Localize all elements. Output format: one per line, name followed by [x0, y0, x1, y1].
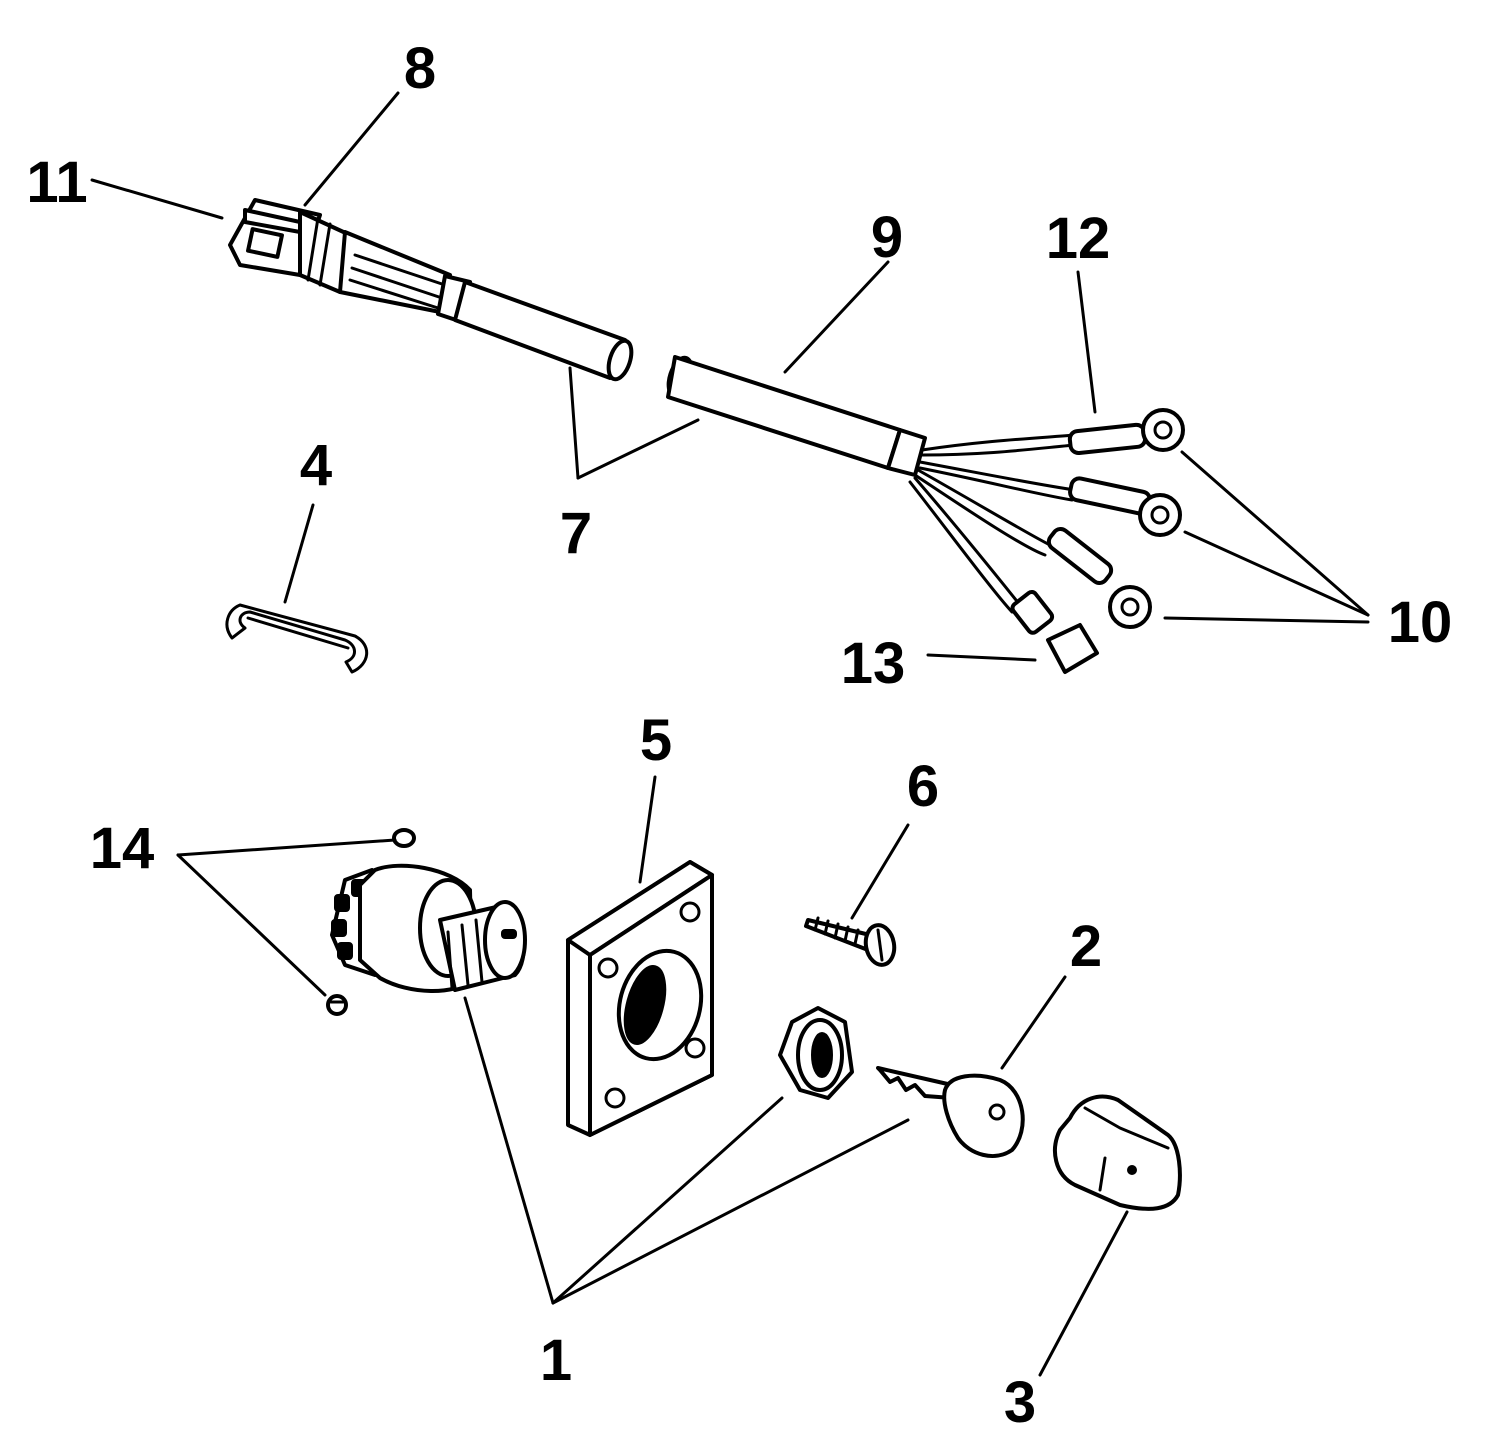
callout-2: 2 — [1070, 914, 1102, 979]
callout-6: 6 — [907, 754, 939, 819]
callout-14: 14 — [90, 816, 155, 881]
switch-cover-part — [1053, 1094, 1182, 1211]
callout-3: 3 — [1004, 1370, 1036, 1435]
hex-nut-part — [778, 1006, 854, 1100]
callout-7: 7 — [560, 501, 592, 566]
callout-9: 9 — [871, 205, 903, 270]
mounting-plate-part — [566, 860, 714, 1137]
leader-lines — [90, 91, 1370, 1377]
pins-part — [326, 828, 416, 1016]
callout-8: 8 — [404, 36, 436, 101]
harness-connector-part — [228, 198, 634, 382]
harness-terminal-end-part — [666, 355, 1185, 674]
callout-1: 1 — [540, 1328, 572, 1393]
callout-13: 13 — [841, 631, 906, 696]
key-part — [876, 1066, 1025, 1158]
callout-10: 10 — [1388, 590, 1453, 655]
callout-12: 12 — [1046, 206, 1111, 271]
callout-4: 4 — [300, 433, 332, 498]
callout-5: 5 — [640, 708, 672, 773]
wire-clip-part — [225, 603, 369, 674]
callout-11: 11 — [26, 150, 87, 215]
screw-part — [804, 916, 897, 967]
ignition-switch-part — [330, 863, 527, 993]
